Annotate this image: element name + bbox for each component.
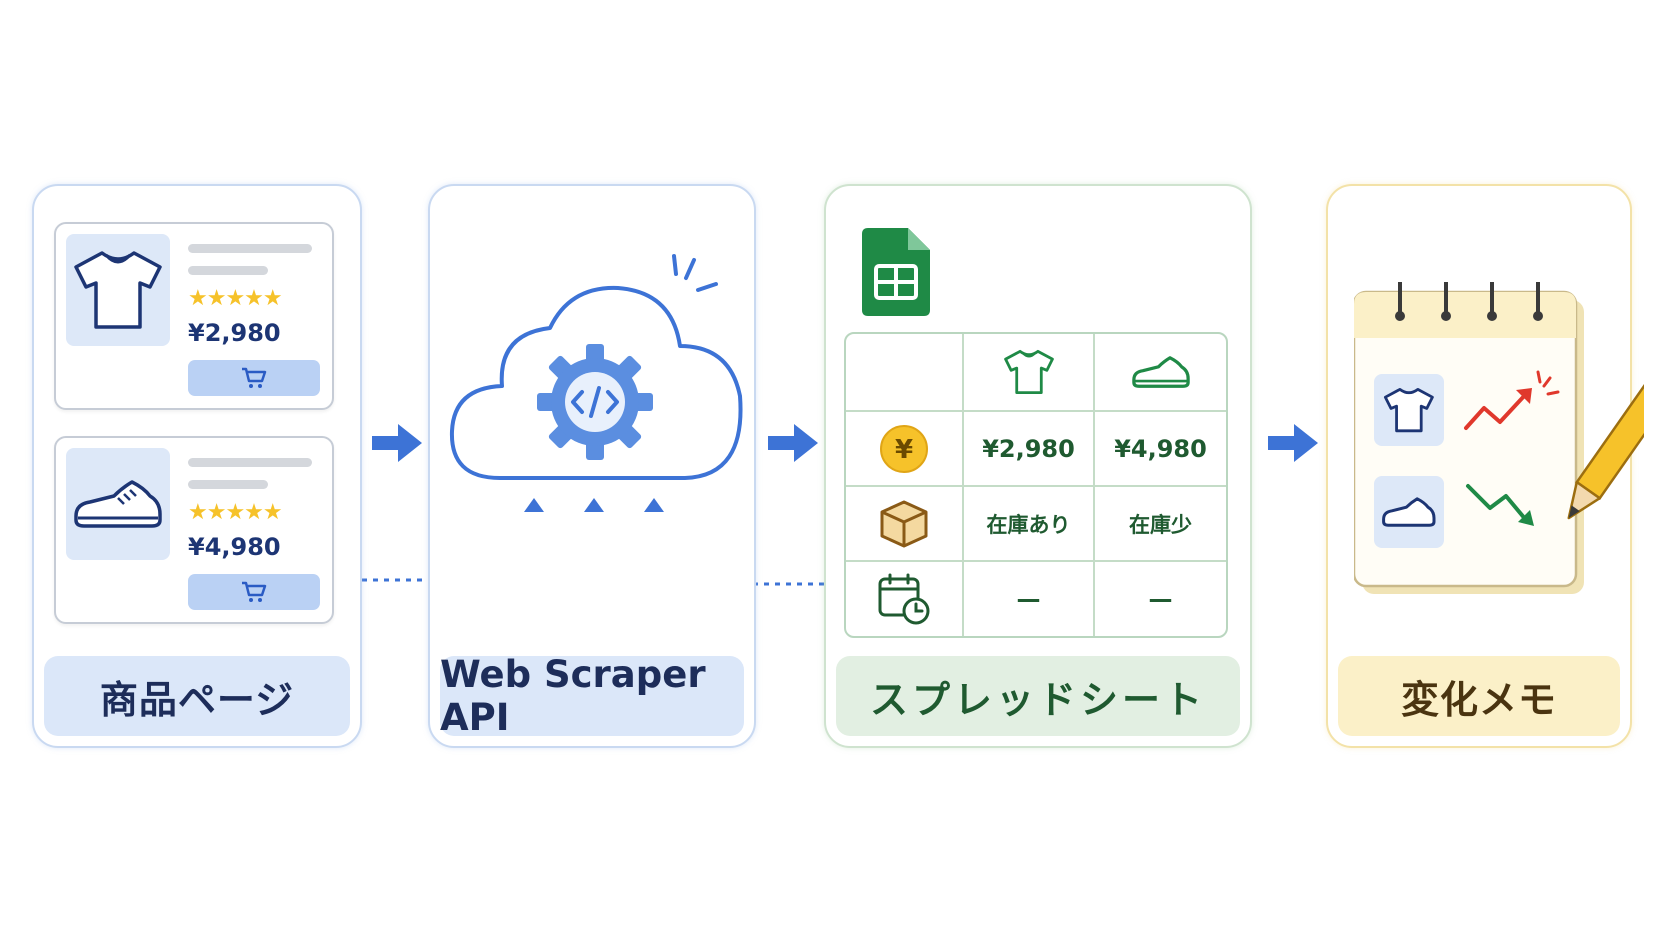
cart-icon (242, 367, 267, 388)
cart-icon (242, 581, 267, 602)
rating-stars: ★★★★★ (188, 500, 283, 525)
spreadsheet-label: スプレッドシート (836, 656, 1240, 736)
add-to-cart-button[interactable] (188, 574, 320, 610)
data-table: ¥ ¥2,980 ¥4,980 在庫あり 在庫少 — — (844, 332, 1228, 638)
product-thumbnail (66, 448, 170, 560)
row-icon-cell (846, 562, 964, 636)
date-cell: — (964, 562, 1095, 636)
rating-stars: ★★★★★ (188, 286, 283, 311)
price-cell: ¥4,980 (1095, 412, 1226, 487)
product-page-label: 商品ページ (44, 656, 350, 736)
change-memo-label: 変化メモ (1338, 656, 1620, 736)
sneaker-icon (1131, 356, 1190, 388)
calendar-clock-icon (878, 573, 930, 625)
date-cell: — (1148, 585, 1173, 613)
row-icon-cell: ¥ (846, 412, 964, 487)
arrow-right-icon (1268, 424, 1318, 462)
arrow-right-icon (768, 424, 818, 462)
box-icon (880, 500, 928, 547)
product-thumbnail (66, 234, 170, 346)
spreadsheet-panel: ¥ ¥2,980 ¥4,980 在庫あり 在庫少 — — スプレッドシート (824, 184, 1252, 748)
row-icon-cell (846, 487, 964, 562)
title-placeholder-line (188, 458, 312, 467)
tshirt-icon (1003, 349, 1054, 395)
stock-cell: 在庫あり (964, 487, 1095, 562)
subtitle-placeholder-line (188, 266, 268, 275)
arrow-right-icon (372, 424, 422, 462)
cloud-gear-icon (449, 285, 743, 480)
price-cell: ¥2,980 (964, 412, 1095, 487)
add-to-cart-button[interactable] (188, 360, 320, 396)
google-sheets-icon (862, 228, 930, 316)
tshirt-icon (74, 251, 162, 329)
header-cell-sneaker (1095, 334, 1226, 412)
sparkle-lines-icon (672, 254, 718, 292)
sneaker-icon (74, 480, 162, 528)
product-price: ¥4,980 (188, 533, 281, 561)
notepad-icon (1354, 282, 1644, 594)
web-scraper-api-panel: Web Scraper API (428, 184, 756, 748)
header-corner-cell (846, 334, 964, 412)
product-card[interactable]: ★★★★★ ¥2,980 (54, 222, 334, 410)
header-cell-tshirt (964, 334, 1095, 412)
subtitle-placeholder-line (188, 480, 268, 489)
stock-cell: 在庫少 (1095, 487, 1226, 562)
product-page-panel: ★★★★★ ¥2,980 ★★★★★ ¥4,980 商品ペー (32, 184, 362, 748)
web-scraper-api-label: Web Scraper API (440, 653, 744, 739)
product-price: ¥2,980 (188, 319, 281, 347)
product-card[interactable]: ★★★★★ ¥4,980 (54, 436, 334, 624)
change-memo-panel: 変化メモ (1326, 184, 1644, 748)
yen-coin-icon: ¥ (880, 424, 928, 473)
up-arrow-heads (524, 498, 664, 512)
title-placeholder-line (188, 244, 312, 253)
svg-text:¥: ¥ (895, 435, 913, 465)
